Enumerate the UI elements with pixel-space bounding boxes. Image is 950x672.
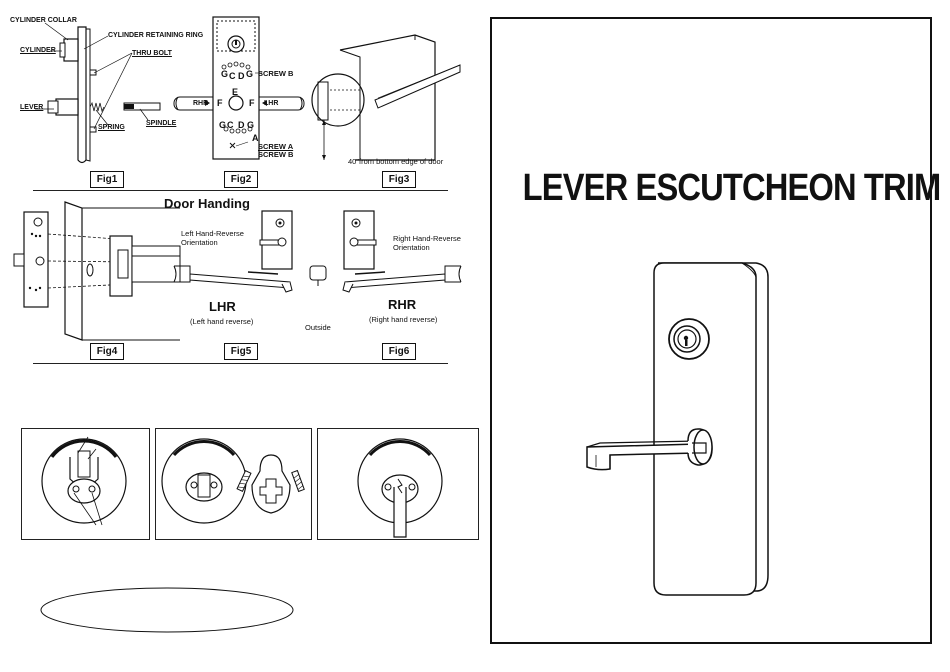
cover-title: LEVER ESCUTCHEON TRIM (522, 167, 942, 209)
fig1-retaining-ring-label: CYLINDER RETAINING RING (108, 32, 204, 39)
fig1-label: Fig1 (90, 171, 124, 188)
fig1-spindle-label: SPINDLE (146, 120, 177, 127)
rhr-orientation-label: Right Hand-Reverse Orientation (393, 234, 461, 252)
fig1-cylinder-label: CYLINDER (20, 47, 56, 54)
outside-label: Outside (305, 323, 331, 332)
fig1-thru-bolt-label: THRU BOLT (132, 50, 172, 57)
handing-topview (173, 265, 462, 293)
note-ellipse (40, 587, 294, 633)
fig6-label: Fig6 (382, 343, 416, 360)
fig4-label: Fig4 (90, 343, 124, 360)
fig2-drawing (173, 16, 305, 160)
fig3-label: Fig3 (382, 171, 416, 188)
fig5-plate (259, 210, 293, 270)
fig3-note: 40"from bottom edge of door (348, 157, 444, 166)
left-divider-top (33, 190, 448, 191)
step-panel-1 (21, 428, 150, 540)
cover-frame: LEVER ESCUTCHEON TRIM (490, 17, 942, 644)
fig2-rhr: RHR (193, 100, 209, 107)
left-divider-mid (33, 363, 448, 364)
fig2-c1: C (229, 71, 236, 81)
fig2-f-right: F (249, 98, 255, 108)
fig3-drawing (311, 34, 461, 161)
fig2-label: Fig2 (224, 171, 258, 188)
step-2-drawing (161, 438, 305, 524)
step-1-drawing (41, 436, 127, 526)
fig2-d1: D (238, 71, 245, 81)
fig2-g4: G (247, 120, 255, 130)
fig2-d2: D (238, 120, 245, 130)
fig2-screw-b-bottom: SCREW B (258, 150, 294, 159)
fig2-g1: G (221, 69, 229, 79)
step-panel-2 (155, 428, 312, 540)
fig1-spring-label: SPRING (98, 124, 125, 131)
fig2-a: A (252, 133, 259, 143)
rhr-title: RHR (388, 297, 417, 312)
fig2-screw-a: SCREW A (258, 142, 294, 151)
fig2-lhr: LHR (264, 100, 279, 107)
rhr-subtitle: (Right hand reverse) (369, 315, 438, 324)
lhr-orientation-label: Left Hand-Reverse Orientation (181, 229, 244, 247)
fig2-c2: C (227, 120, 234, 130)
fig2-g2: G (246, 69, 254, 79)
fig2-f-left: F (217, 98, 223, 108)
escutcheon-trim-illustration (586, 262, 769, 596)
fig6-plate (343, 210, 377, 270)
door-handing-title: Door Handing (164, 196, 250, 211)
fig1-drawing (35, 22, 161, 164)
fig2-screw-b-top: SCREW B (258, 69, 294, 78)
fig5-label: Fig5 (224, 343, 258, 360)
lhr-title: LHR (209, 299, 236, 314)
lhr-subtitle: (Left hand reverse) (190, 317, 254, 326)
fig2-e: E (232, 87, 239, 97)
fig4-drawing (13, 201, 181, 341)
fig2-g3: G (219, 120, 227, 130)
fig1-cylinder-collar-label: CYLINDER COLLAR (10, 17, 77, 24)
fig1-lever-label: LEVER (20, 104, 44, 111)
step-3-drawing (357, 438, 443, 538)
step-panel-3 (317, 428, 479, 540)
